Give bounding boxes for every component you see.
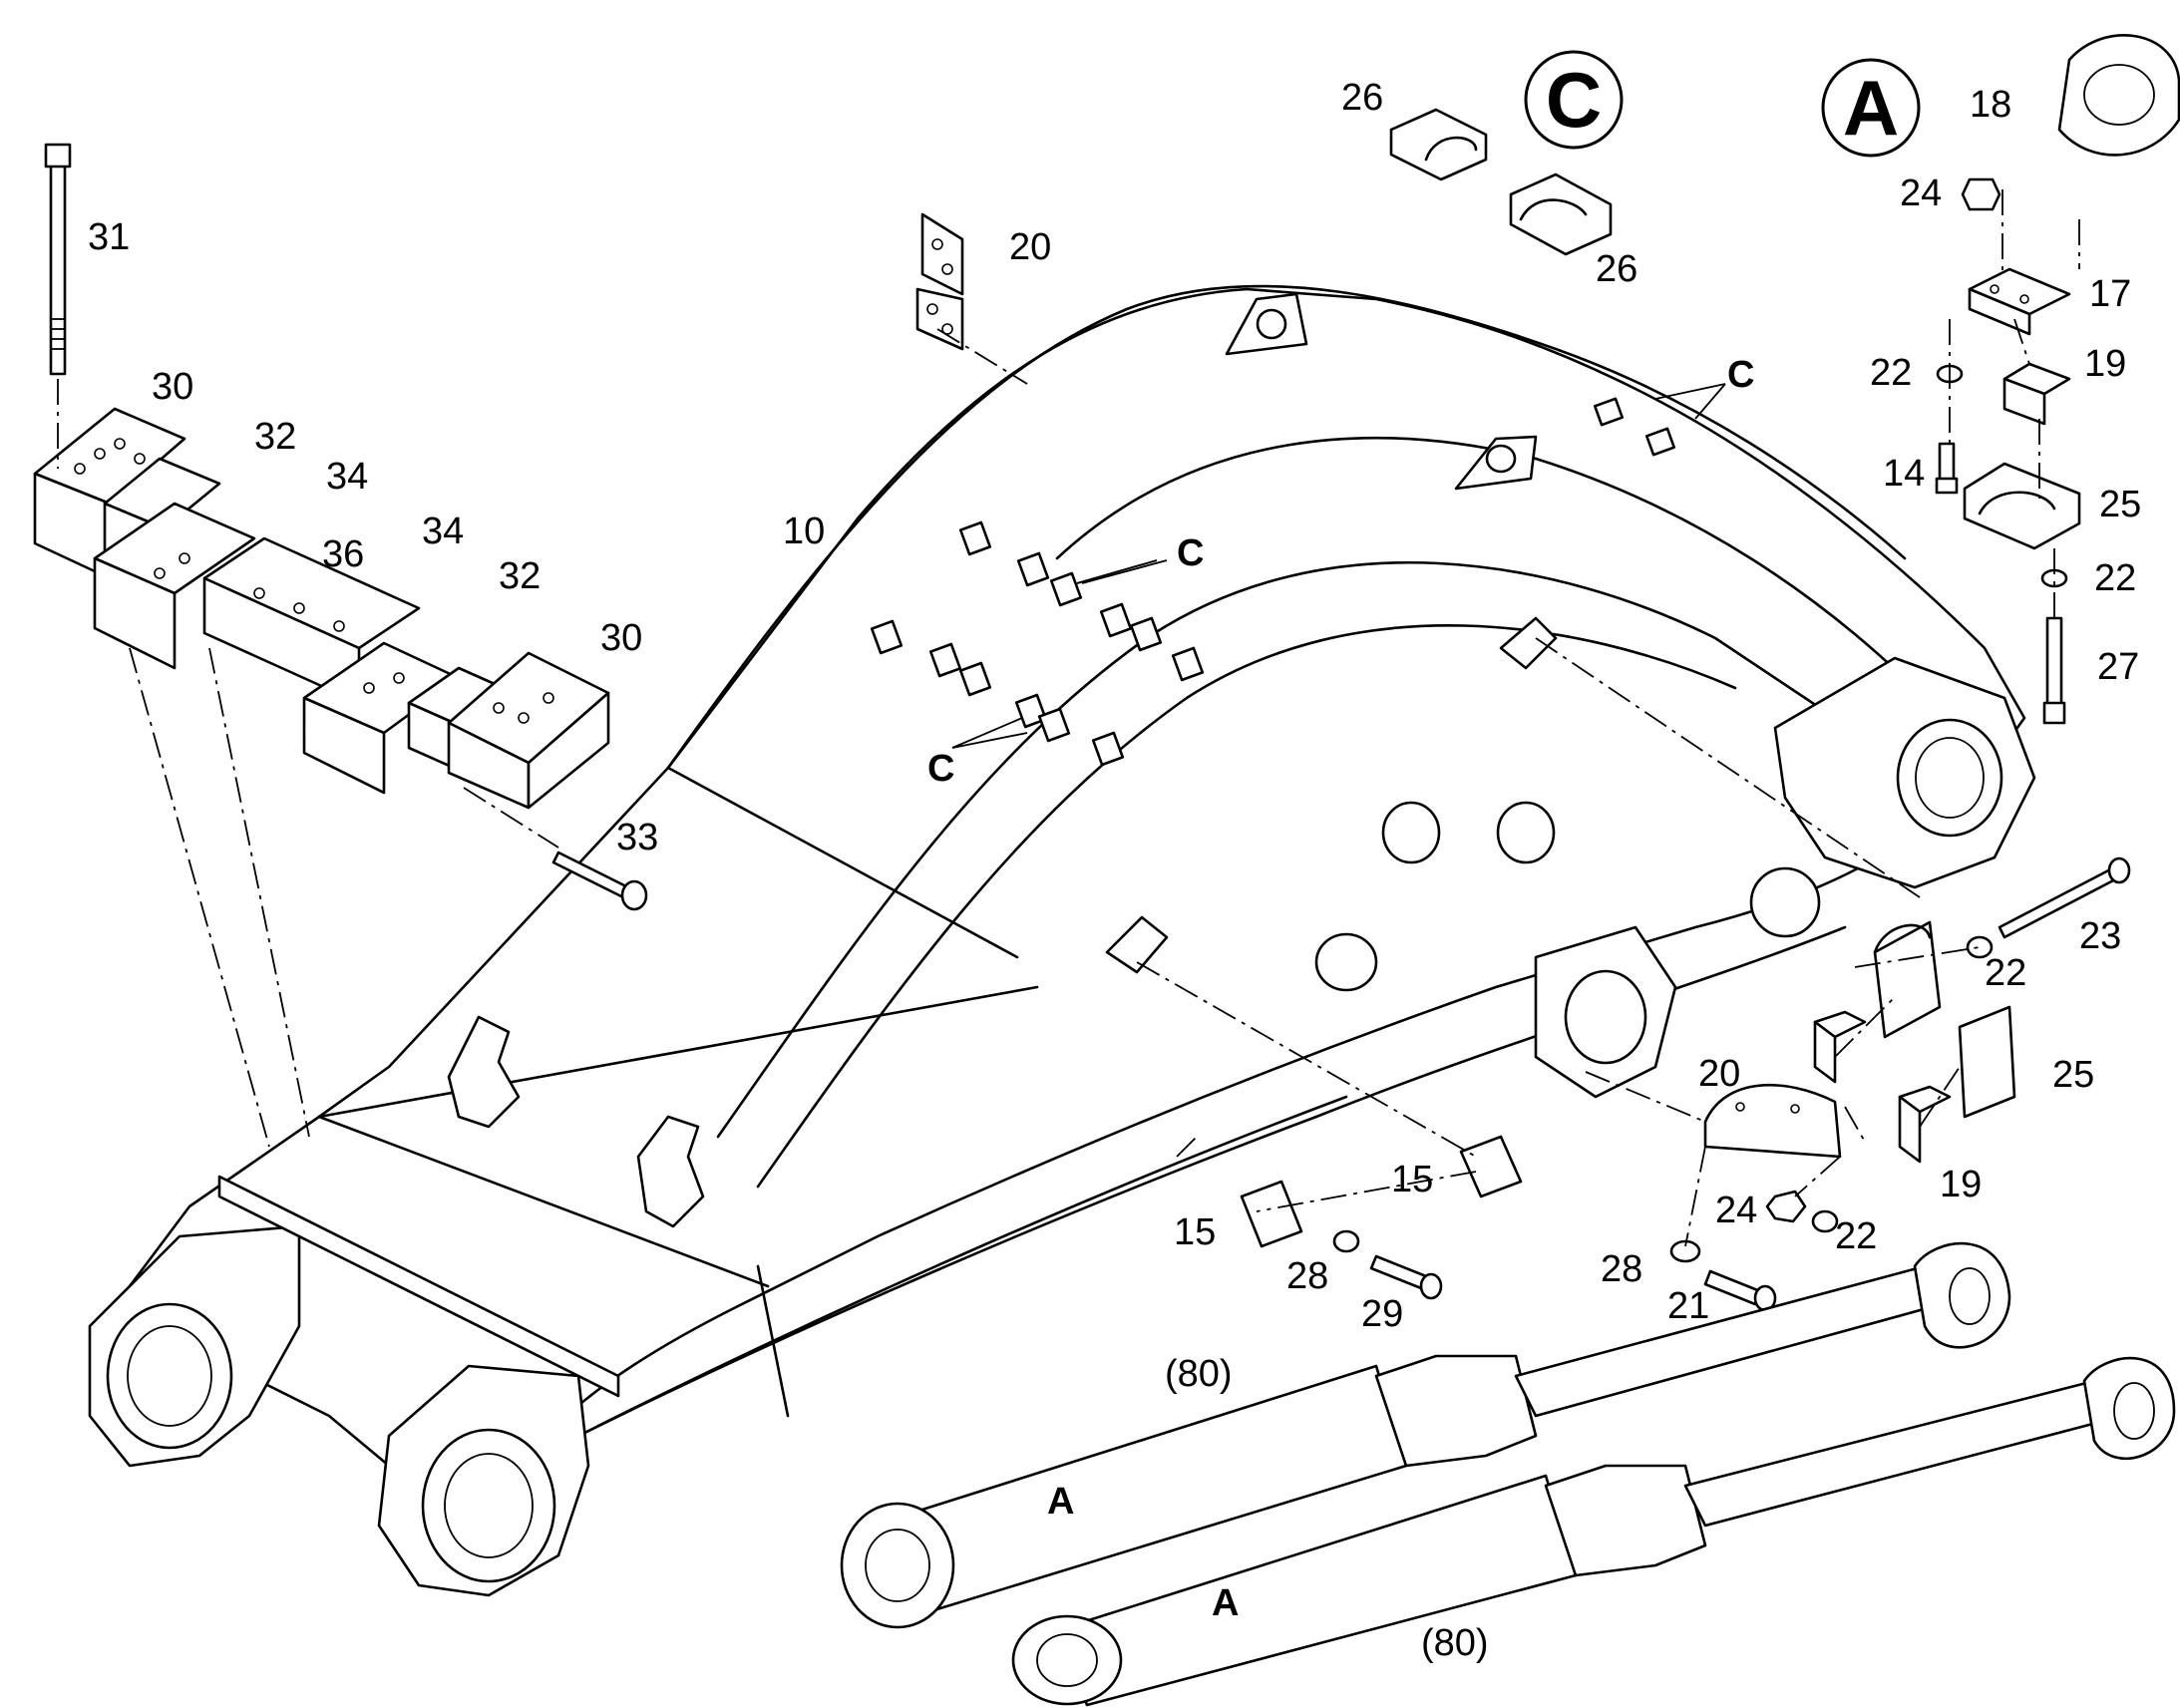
bolt-31: [49, 153, 67, 376]
callout-22-right1: 22: [1985, 952, 2026, 994]
label-a-lower: A: [1212, 1582, 1239, 1624]
callout-29: 29: [1361, 1293, 1403, 1335]
callout-33: 33: [616, 817, 658, 858]
label-a-upper: A: [1047, 1481, 1074, 1523]
foot-pin-bore-right: [421, 1428, 556, 1583]
foot-pin-bore-left: [106, 1302, 233, 1450]
callout-31: 31: [88, 216, 130, 258]
detail-marker-a: A: [1821, 58, 1921, 158]
callout-28-left: 28: [1286, 1255, 1328, 1297]
right-clamp-parts: [1669, 856, 2131, 1312]
detail-marker-c-letter: C: [1546, 56, 1602, 144]
callout-10: 10: [783, 511, 825, 552]
boom-cylinder-lower: [1011, 1356, 2176, 1707]
callout-labels: 31 30 32 34 36 34 32 30 33 10 20 26 26 1…: [88, 77, 2141, 1664]
assembly-lines: [57, 189, 2080, 1247]
manifold-block-group: [33, 143, 648, 911]
boom-cylinder-upper: [840, 1241, 2011, 1629]
callout-22-a2: 22: [2094, 557, 2136, 599]
callout-34-right: 34: [422, 511, 464, 552]
callout-26-top: 26: [1341, 77, 1383, 119]
callout-15-right: 15: [1391, 1159, 1433, 1200]
callout-25-right: 25: [2052, 1054, 2094, 1096]
callout-19-top: 19: [2084, 343, 2126, 385]
callout-80-upper: (80): [1165, 1353, 1233, 1395]
tip-pin-bore: [1896, 718, 2003, 838]
callout-14: 14: [1883, 453, 1925, 495]
callout-30-right: 30: [600, 617, 642, 659]
boom-body: [88, 284, 2036, 1597]
cylinder-pin-bore: [1564, 969, 1647, 1065]
callout-23: 23: [2079, 915, 2121, 957]
detail-marker-a-letter: A: [1843, 64, 1899, 152]
callout-22-right2: 22: [1835, 1215, 1877, 1257]
callout-32-right: 32: [499, 555, 541, 597]
callout-17: 17: [2089, 273, 2131, 315]
callout-25-top: 25: [2099, 484, 2141, 525]
callout-34-left: 34: [326, 456, 368, 498]
detail-a-parts: [1935, 34, 2180, 725]
bracket-20-top: [915, 212, 964, 351]
callout-15-left: 15: [1174, 1211, 1216, 1253]
callout-18: 18: [1970, 84, 2011, 126]
leader-lines: [951, 383, 1726, 749]
detail-c-clamps: [1389, 108, 1613, 256]
callout-19-right: 19: [1940, 1164, 1982, 1205]
callout-24-top: 24: [1900, 172, 1942, 214]
label-c-2: C: [1177, 532, 1204, 574]
callout-20-top: 20: [1009, 226, 1051, 268]
centre-parts: [1240, 1135, 1523, 1300]
callout-27: 27: [2097, 646, 2139, 688]
callout-28-right: 28: [1601, 1248, 1642, 1290]
callout-20-right: 20: [1698, 1053, 1740, 1095]
label-c-3: C: [927, 748, 954, 790]
callout-30-left: 30: [152, 366, 193, 408]
callout-36: 36: [322, 533, 364, 575]
label-c-1: C: [1727, 354, 1754, 396]
callout-22-a1: 22: [1870, 352, 1912, 394]
callout-32-left: 32: [254, 416, 296, 458]
callout-21: 21: [1667, 1285, 1709, 1327]
callout-24-right: 24: [1715, 1190, 1757, 1231]
detail-letter-labels: C C C A A: [927, 354, 1754, 1624]
callout-26-bottom: 26: [1596, 248, 1637, 290]
detail-marker-c: C: [1524, 50, 1624, 150]
callout-80-lower: (80): [1421, 1622, 1489, 1664]
